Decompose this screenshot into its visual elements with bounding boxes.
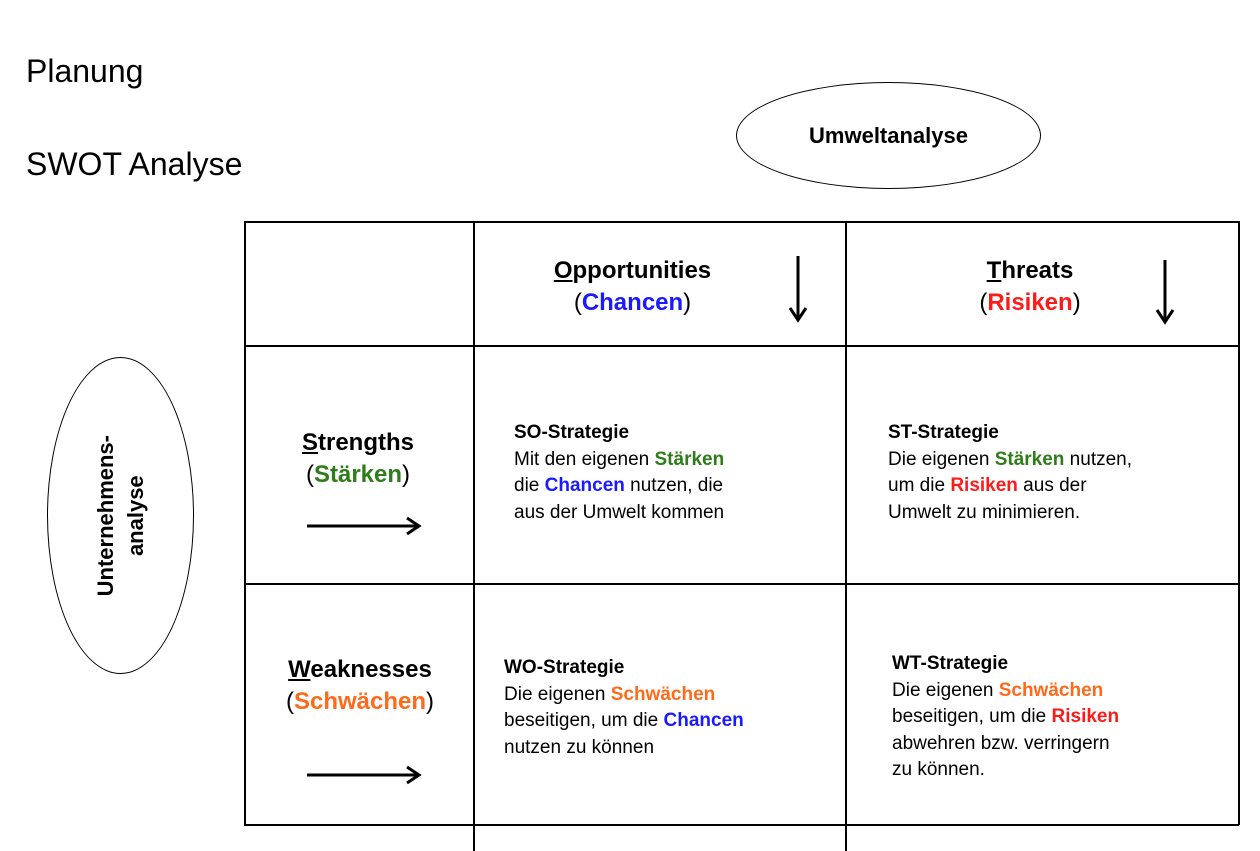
cell-st-line2: um die Risiken aus der (888, 475, 1087, 497)
grid-line-row2 (244, 583, 1239, 585)
cell-st-strategie: ST-Strategie Die eigenen Stärken nutzen,… (888, 420, 1132, 526)
cell-so-line2: die Chancen nutzen, die (514, 475, 724, 497)
cell-st-line3: Umwelt zu minimieren. (888, 501, 1081, 523)
ellipse-unternehmensanalyse: Unternehmens- analyse (47, 357, 194, 674)
header-opportunities-title: Opportunities (553, 257, 712, 284)
cell-wt-line3: abwehren bzw. verringern (892, 732, 1110, 754)
header-threats-title: Threats (986, 257, 1074, 284)
cell-wt-title: WT-Strategie (892, 653, 1009, 674)
header-strengths-translation: (Stärken) (305, 461, 411, 489)
grid-line-row1 (244, 345, 1239, 347)
ellipse-umweltanalyse-label: Umweltanalyse (809, 122, 968, 148)
header-strengths-title: Strengths (301, 429, 414, 456)
cell-so-line1: Mit den eigenen Stärken (514, 448, 725, 470)
cell-wo-line3: nutzen zu können (504, 736, 655, 758)
header-strengths: Strengths (Stärken) (258, 427, 458, 492)
down-arrow-icon (788, 256, 808, 323)
header-weaknesses-title: Weaknesses (288, 656, 432, 683)
cell-so-strategie: SO-Strategie Mit den eigenen Stärken die… (514, 420, 724, 526)
grid-line-col1 (473, 221, 475, 851)
cell-wt-line4: zu können. (892, 759, 985, 781)
cell-wt-line1: Die eigenen Schwächen (892, 679, 1104, 701)
right-arrow-icon (307, 516, 422, 536)
ellipse-label-line2: analyse (122, 475, 148, 556)
header-weaknesses-translation: (Schwächen) (285, 688, 435, 716)
cell-st-line1: Die eigenen Stärken nutzen, (888, 448, 1133, 470)
grid-line-right (1238, 221, 1240, 825)
cell-wt-strategie: WT-Strategie Die eigenen Schwächen besei… (892, 651, 1119, 784)
header-weaknesses: Weaknesses (Schwächen) (250, 654, 470, 719)
grid-line-top (244, 221, 1239, 223)
cell-so-title: SO-Strategie (514, 422, 630, 443)
down-arrow-icon (1155, 260, 1175, 325)
cell-wo-strategie: WO-Strategie Die eigenen Schwächen besei… (504, 655, 744, 761)
header-threats-translation: (Risiken) (979, 289, 1081, 317)
cell-st-title: ST-Strategie (888, 422, 999, 443)
grid-line-col2 (845, 221, 847, 851)
header-threats: Threats (Risiken) (940, 255, 1120, 320)
grid-line-bottom (244, 824, 1239, 826)
grid-line-left (244, 221, 246, 825)
cell-wo-line2: beseitigen, um die Chancen (504, 710, 744, 732)
ellipse-umweltanalyse: Umweltanalyse (736, 82, 1041, 189)
header-opportunities-translation: (Chancen) (573, 289, 692, 317)
title-swot-analyse: SWOT Analyse (26, 146, 243, 182)
title-planung: Planung (26, 53, 144, 89)
cell-wo-title: WO-Strategie (504, 657, 625, 678)
ellipse-unternehmensanalyse-label: Unternehmens- analyse (91, 435, 150, 596)
header-opportunities: Opportunities (Chancen) (520, 255, 745, 320)
cell-wt-line2: beseitigen, um die Risiken (892, 706, 1120, 728)
right-arrow-icon (307, 765, 422, 785)
ellipse-label-line1: Unternehmens- (92, 434, 118, 597)
cell-so-line3: aus der Umwelt kommen (514, 501, 725, 523)
cell-wo-line1: Die eigenen Schwächen (504, 683, 716, 705)
